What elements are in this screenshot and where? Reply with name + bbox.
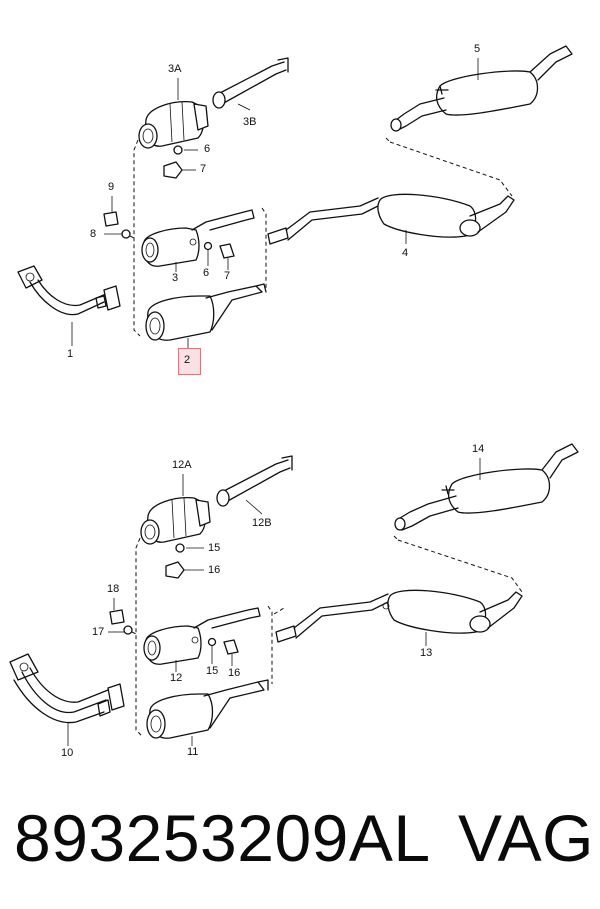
washer-17 <box>123 625 133 635</box>
callout-15-mid: 15 <box>206 665 219 677</box>
catalytic-converter-11 <box>146 679 269 739</box>
callout-16-top: 16 <box>208 564 221 576</box>
part-number: 893253209AL <box>14 801 431 875</box>
nut-16-mid <box>223 639 239 655</box>
callout-1: 1 <box>67 348 74 360</box>
callout-3a: 3A <box>168 63 182 75</box>
washer-6-mid <box>203 241 213 251</box>
upper-exhaust-assembly <box>17 45 573 348</box>
highlight-box <box>178 348 201 375</box>
callout-17: 17 <box>92 626 105 638</box>
center-silencer-13 <box>275 535 523 643</box>
nut-16-top <box>165 561 185 579</box>
callout-13: 13 <box>420 647 433 659</box>
callout-3b: 3B <box>243 116 257 128</box>
callout-10: 10 <box>61 747 74 759</box>
exploded-view-drawing <box>9 45 579 746</box>
rear-silencer-5 <box>390 45 573 132</box>
center-silencer-4 <box>267 137 515 245</box>
callout-7-top: 7 <box>200 163 207 175</box>
callout-11: 11 <box>187 746 199 758</box>
intermediate-pipe-12b <box>216 455 293 507</box>
callout-6-top: 6 <box>204 143 211 155</box>
callout-8: 8 <box>90 228 97 240</box>
callout-12: 12 <box>170 672 183 684</box>
callout-9: 9 <box>108 181 115 193</box>
catalytic-converter-3a <box>138 101 209 149</box>
callout-16-mid: 16 <box>228 667 241 679</box>
callout-14: 14 <box>472 443 485 455</box>
brand-name: VAG <box>458 801 594 875</box>
callout-6-mid: 6 <box>203 267 210 279</box>
callout-12a: 12A <box>172 459 192 471</box>
catalytic-converter-3 <box>141 209 255 267</box>
callout-15-top: 15 <box>208 542 221 554</box>
nut-7-mid <box>219 243 235 259</box>
catalytic-converter-12a <box>140 497 211 545</box>
lower-exhaust-assembly <box>9 443 579 746</box>
callout-2: 2 <box>184 354 191 366</box>
callout-12b: 12B <box>252 517 272 529</box>
front-pipe-1 <box>17 265 121 316</box>
rear-silencer-14 <box>394 443 579 531</box>
washer-6-top <box>173 145 183 155</box>
front-pipe-10 <box>9 653 125 724</box>
callout-3: 3 <box>172 272 179 284</box>
callout-7-mid: 7 <box>224 270 231 282</box>
bolt-9 <box>103 211 119 227</box>
intermediate-pipe-3b <box>212 57 289 109</box>
nut-7-top <box>163 161 183 179</box>
washer-15-mid <box>207 637 217 647</box>
catalytic-converter-12 <box>143 607 261 665</box>
bolt-18 <box>109 609 125 625</box>
callout-4: 4 <box>402 247 409 259</box>
catalytic-converter-2 <box>145 283 267 341</box>
exhaust-system-diagram: 3A 3B 5 6 7 9 8 4 3 6 7 1 2 12A 12B 14 1… <box>9 43 579 759</box>
callout-18: 18 <box>107 583 120 595</box>
washer-15-top <box>175 543 185 553</box>
washer-8 <box>121 229 131 239</box>
callout-5: 5 <box>474 43 481 55</box>
